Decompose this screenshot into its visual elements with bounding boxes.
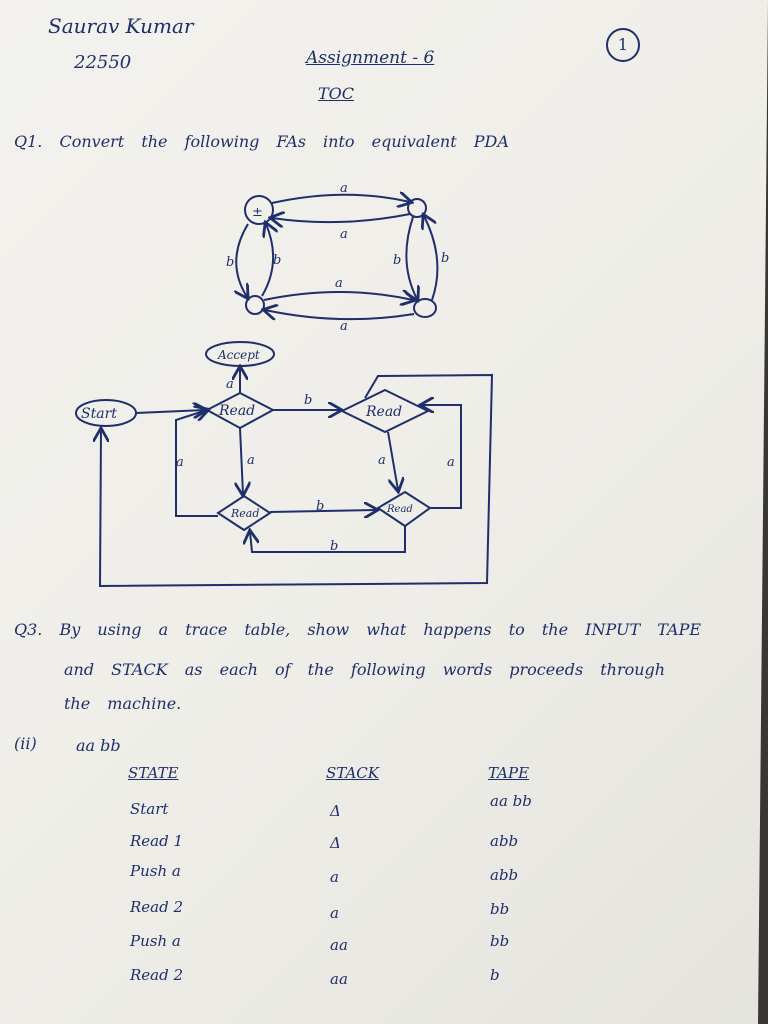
pda-edge	[422, 405, 462, 509]
fa-start-accept-mark: ±	[252, 205, 263, 220]
pda-edge-label: a	[447, 455, 455, 470]
pda-edge	[250, 526, 406, 553]
pda-read-node-2	[339, 388, 431, 434]
fa-edge-label: a	[335, 276, 343, 291]
student-name: Saurav Kumar	[48, 14, 194, 38]
pda-read-label-2: Read	[365, 404, 402, 420]
page-number: 1	[606, 28, 640, 62]
fa-edge	[406, 216, 417, 299]
pda-accept-label: Accept	[217, 348, 260, 362]
pda-edge-label: a	[247, 453, 255, 468]
trace-cell-stack: aa	[330, 936, 348, 954]
pda-diagram	[75, 341, 494, 588]
pda-start-label: Start	[81, 406, 117, 422]
trace-cell-tape: bb	[490, 932, 510, 950]
fa-state-top-right	[407, 198, 427, 218]
assignment-title: Assignment - 6	[306, 48, 435, 68]
pda-edge	[175, 410, 218, 517]
trace-cell-tape: b	[490, 966, 500, 984]
trace-cell-state: Read 1	[130, 832, 184, 850]
trace-header-state: STATE	[128, 764, 179, 782]
fa-state-bottom-right	[413, 298, 437, 318]
pda-edge-label: a	[176, 455, 184, 470]
part-label: (ii)	[14, 734, 37, 753]
pda-read-label-4: Read	[386, 504, 413, 515]
question-1: Q1. Convert the following FAs into equiv…	[14, 132, 509, 151]
subject-title: TOC	[318, 84, 355, 103]
fa-edge-label: b	[226, 255, 234, 270]
fa-edge-label: a	[340, 181, 348, 196]
fa-labels: ± a a b b b b a a	[226, 181, 449, 334]
question-3-line-2: and STACK as each of the following words…	[64, 660, 666, 679]
pda-edge-label: b	[316, 499, 324, 514]
trace-header-tape: TAPE	[488, 764, 530, 782]
fa-edge	[265, 310, 415, 319]
fa-edge	[272, 214, 411, 222]
pda-edge	[135, 410, 205, 413]
trace-cell-state: Start	[130, 800, 169, 818]
fa-edge-label: b	[393, 253, 401, 268]
pda-edge	[387, 431, 398, 490]
pda-edge-label: b	[304, 393, 312, 408]
trace-cell-state: Read 2	[130, 898, 184, 916]
trace-cell-tape: abb	[490, 832, 519, 850]
pda-labels: Accept Start Read Read Read Read a b a a…	[81, 348, 455, 554]
trace-cell-state: Push a	[130, 862, 181, 880]
trace-cell-state: Push a	[130, 932, 181, 950]
pda-edge	[100, 373, 494, 588]
question-3-line-3: the machine.	[64, 694, 182, 713]
pda-edge-label: a	[378, 453, 386, 468]
trace-cell-tape: aa bb	[490, 792, 532, 810]
trace-cell-stack: aa	[330, 970, 348, 988]
pda-read-label-1: Read	[218, 403, 255, 419]
trace-cell-stack: Δ	[330, 802, 341, 820]
trace-cell-stack: a	[330, 868, 339, 886]
pda-edge	[240, 427, 243, 494]
question-3-line-1: Q3. By using a trace table, show what ha…	[14, 620, 702, 639]
fa-edge-label: a	[340, 319, 348, 334]
fa-edge	[261, 224, 273, 297]
fa-edge	[236, 223, 248, 297]
trace-header-stack: STACK	[326, 764, 379, 782]
fa-edge	[263, 292, 413, 300]
trace-cell-stack: Δ	[330, 834, 341, 852]
trace-cell-state: Read 2	[130, 966, 184, 984]
pda-edge-label: a	[226, 377, 234, 392]
fa-edge-label: a	[340, 227, 348, 242]
fa-edge-label: b	[273, 253, 281, 268]
fa-state-bottom-left	[245, 295, 265, 315]
fa-state-start-accept	[244, 195, 274, 225]
fa-edge-label: b	[441, 251, 449, 266]
fa-diagram	[236, 195, 439, 319]
input-word: aa bb	[76, 736, 121, 755]
fa-edge	[424, 216, 439, 301]
fa-edge	[271, 195, 410, 203]
student-roll-number: 22550	[74, 52, 132, 73]
trace-cell-stack: a	[330, 904, 339, 922]
pda-edge-label: b	[330, 539, 338, 554]
trace-cell-tape: abb	[490, 866, 519, 884]
pda-read-label-3: Read	[230, 507, 259, 520]
trace-cell-tape: bb	[490, 900, 510, 918]
pda-edge	[269, 510, 376, 512]
